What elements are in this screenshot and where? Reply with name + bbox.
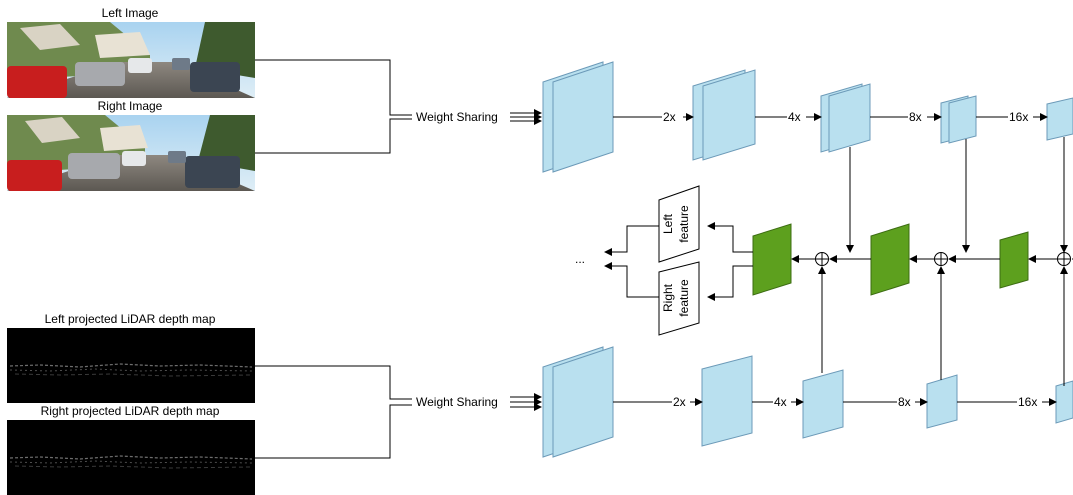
bottom-weight-sharing-label: Weight Sharing [416, 395, 498, 409]
top-scale-label: 2x [663, 110, 676, 124]
top-weight-sharing-label: Weight Sharing [416, 110, 498, 124]
left-feature-label-line2: feature [677, 205, 691, 243]
right-lidar-map [7, 420, 255, 495]
left-feature-box: Left feature [658, 185, 700, 263]
bottom-scale-label: 2x [673, 395, 686, 409]
left-feature-label-line1: Left [661, 213, 675, 234]
bottom-scale-label: 16x [1018, 395, 1037, 409]
top-scale-label: 16x [1009, 110, 1028, 124]
feature-split-arrows [604, 222, 753, 301]
sum-nodes [815, 252, 1071, 266]
left-street-image [7, 22, 255, 98]
right-lidar-caption: Right projected LiDAR depth map [41, 404, 220, 418]
bottom-encoder-blocks [542, 346, 1073, 458]
ellipsis: ... [575, 252, 585, 266]
right-street-image [7, 115, 255, 191]
top-weight-sharing-connector [255, 59, 542, 154]
fusion-blocks [752, 223, 1029, 296]
top-encoder-blocks [542, 61, 1073, 173]
bottom-scale-label: 4x [774, 395, 787, 409]
right-feature-label-line1: Right [661, 283, 675, 312]
skip-connections [818, 137, 1068, 386]
left-lidar-caption: Left projected LiDAR depth map [45, 312, 216, 326]
right-image-caption: Right Image [98, 99, 163, 113]
top-scale-label: 8x [909, 110, 922, 124]
bottom-weight-sharing-connector [255, 365, 542, 459]
top-scale-label: 4x [788, 110, 801, 124]
right-feature-box: Right feature [658, 261, 700, 336]
left-image-caption: Left Image [102, 6, 159, 20]
right-feature-label-line2: feature [677, 279, 691, 317]
bottom-scale-label: 8x [898, 395, 911, 409]
left-lidar-map [7, 328, 255, 403]
